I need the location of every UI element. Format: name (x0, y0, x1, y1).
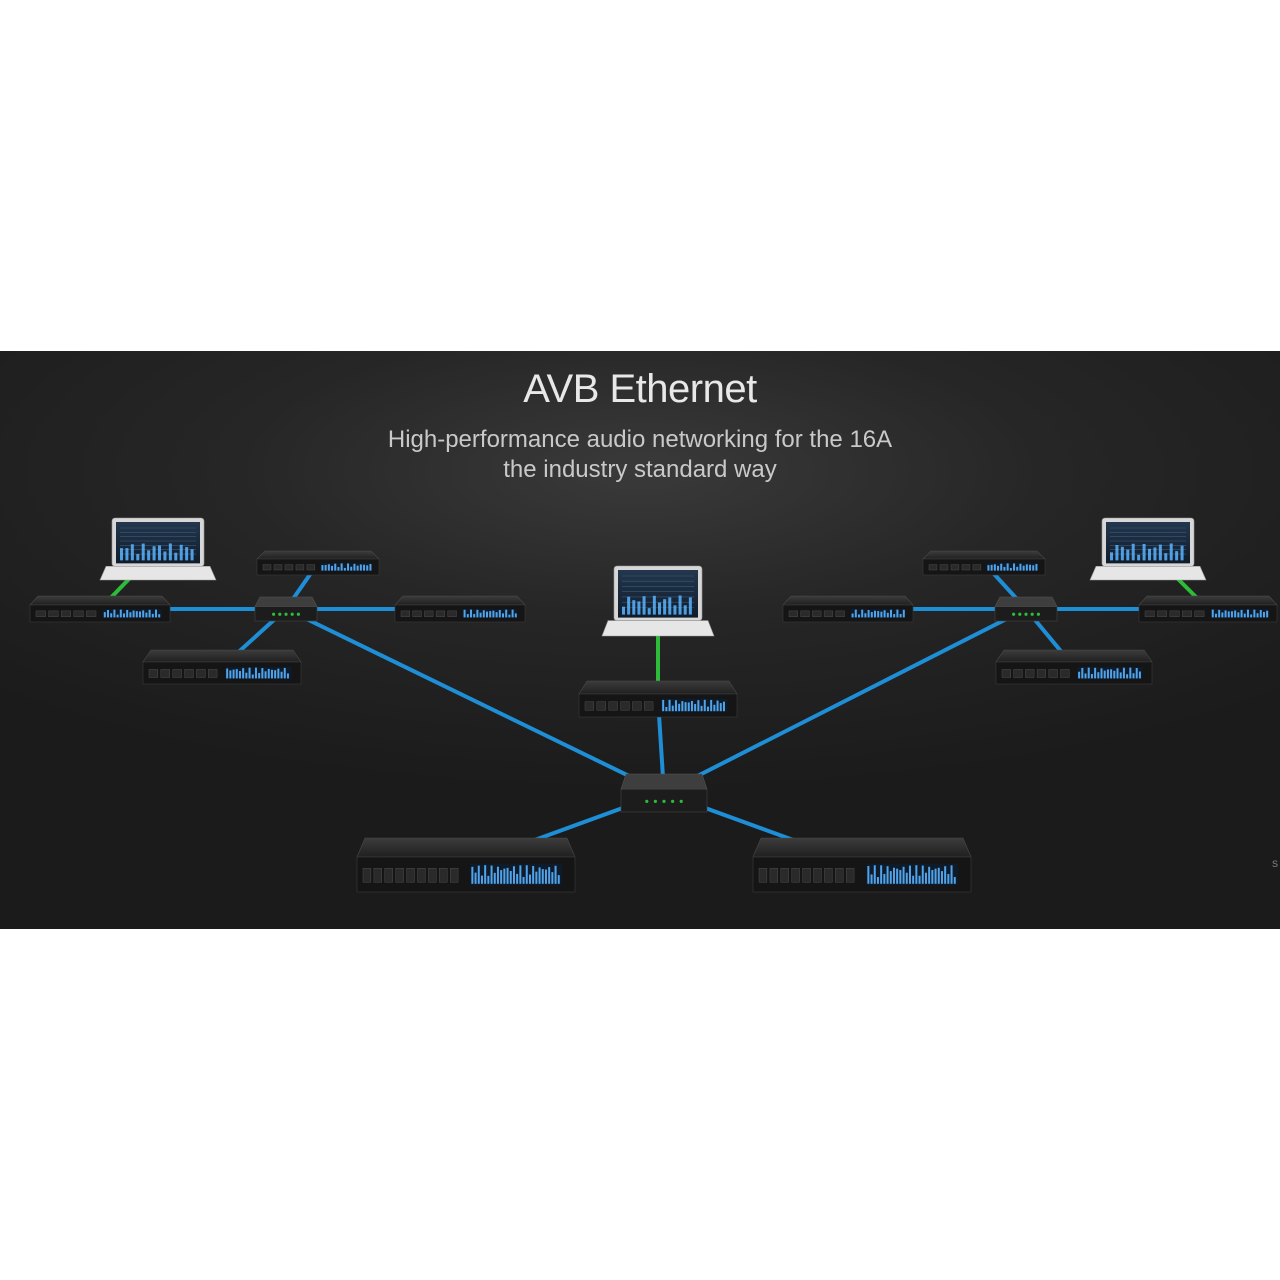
nodes-layer (29, 517, 1278, 893)
avb-banner: AVB Ethernet High-performance audio netw… (0, 351, 1280, 929)
interface-center (578, 680, 738, 718)
interface-bottom-right (752, 837, 972, 893)
banner-title: AVB Ethernet (523, 367, 757, 411)
interface-left-bottom (142, 649, 302, 685)
subtitle-line-1: High-performance audio networking for th… (387, 426, 893, 453)
network-diagram (29, 517, 1278, 893)
interface-bottom-left (356, 837, 576, 893)
laptop-center (601, 565, 715, 637)
link-avb-switch-center-to-switch-left (284, 607, 666, 795)
interface-left-host (29, 595, 171, 623)
subtitle-line-2: the industry standard way (503, 456, 777, 483)
edge-mark: S (1272, 859, 1279, 869)
banner-subtitle: High-performance audio networking for th… (0, 425, 1280, 485)
interface-right-bottom (995, 649, 1153, 685)
laptop-right (1089, 517, 1207, 581)
link-avb-switch-center-to-switch-right (662, 607, 1028, 795)
switch-right (994, 596, 1058, 622)
laptop-left (99, 517, 217, 581)
interface-right-left (782, 595, 914, 623)
interface-right-host (1138, 595, 1278, 623)
interface-right-top (922, 550, 1046, 576)
interface-left-right (394, 595, 526, 623)
interface-left-top (256, 550, 380, 576)
switch-center (620, 773, 708, 813)
switch-left (254, 596, 318, 622)
